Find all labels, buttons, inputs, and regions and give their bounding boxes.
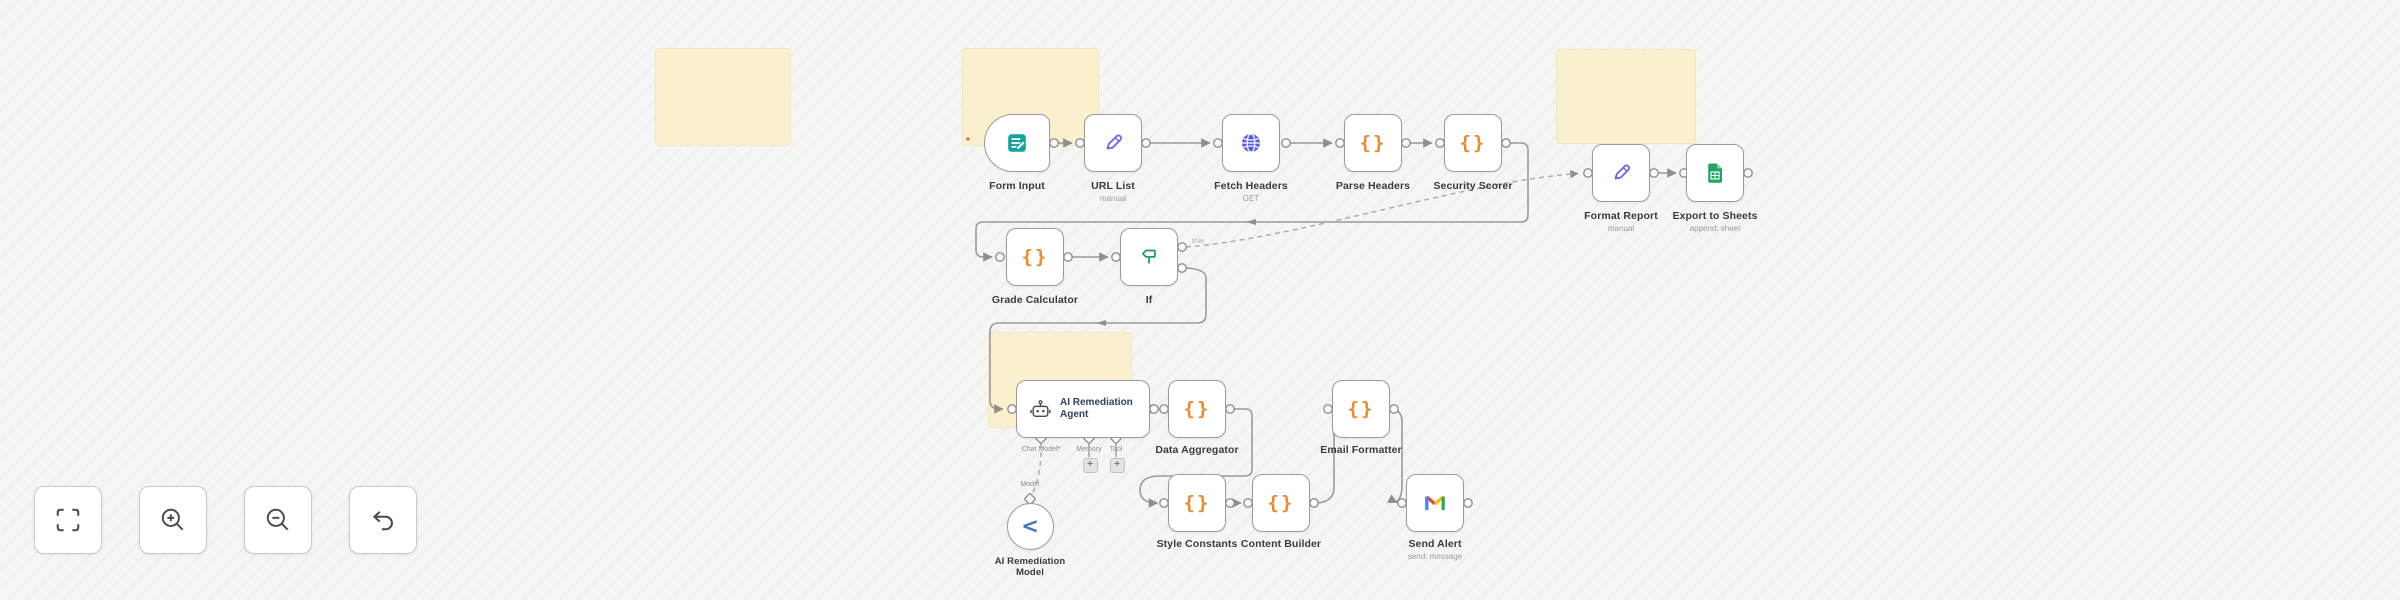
node-fetch-headers[interactable] [1222,114,1280,172]
globe-http-icon [1242,133,1260,153]
if-signpost-icon [1141,249,1156,264]
google-sheets-icon [1708,163,1722,183]
node-label: Security Scorer [1433,180,1513,192]
form-trigger-icon [1008,134,1026,152]
node-send-alert[interactable] [1406,474,1464,532]
model-chevron-icon: < [1021,514,1039,538]
node-grade-calculator[interactable]: {} [1006,228,1064,286]
node-label: Style Constants [1156,538,1238,550]
edit-pen-icon [1614,164,1630,180]
code-braces-icon: {} [1359,131,1387,154]
node-parse-headers[interactable]: {} [1344,114,1402,172]
node-label: Data Aggregator [1155,444,1239,456]
agent-port-tool: Tool [1109,446,1123,453]
code-braces-icon: {} [1183,397,1211,420]
sticky-note[interactable] [1556,49,1696,144]
agent-port-memory: Memory [1076,446,1102,453]
node-label: Fetch Headers [1214,180,1288,192]
code-braces-icon: {} [1183,491,1211,514]
trigger-issue-asterisk-icon: * [966,136,970,147]
node-export-to-sheets[interactable] [1686,144,1744,202]
code-braces-icon: {} [1021,245,1049,268]
node-label: If [1145,294,1153,306]
node-label: Email Formatter [1320,444,1402,456]
sticky-note[interactable] [655,48,791,146]
add-memory-button[interactable]: + [1082,458,1098,473]
undo-arrow-icon [372,511,393,531]
node-label: URL List [1091,180,1135,192]
node-label: Export to Sheets [1672,210,1758,222]
node-sublabel: manual [1099,194,1127,203]
node-label: Form Input [989,180,1045,192]
node-label: AI Remediation Model [994,556,1066,579]
node-if[interactable] [1120,228,1178,286]
node-sublabel: append: sheet [1689,224,1741,233]
node-data-aggregator[interactable]: {} [1168,380,1226,438]
add-tool-button[interactable]: + [1109,458,1125,473]
node-content-builder[interactable]: {} [1252,474,1310,532]
node-sublabel: GET [1242,194,1260,203]
node-label: Content Builder [1240,538,1322,550]
agent-title: AI Remediation Agent [1060,396,1133,421]
node-sublabel: send: message [1407,552,1463,561]
robot-icon [1030,399,1051,417]
if-true-output-label: true [1192,238,1205,245]
gmail-icon [1425,495,1445,511]
node-format-report[interactable] [1592,144,1650,202]
node-email-formatter[interactable]: {} [1332,380,1390,438]
node-label: Send Alert [1408,538,1462,550]
zoom-out-button[interactable] [244,486,312,554]
fit-view-button[interactable] [34,486,102,554]
code-braces-icon: {} [1347,397,1375,420]
node-style-constants[interactable]: {} [1168,474,1226,532]
node-label: Format Report [1584,210,1658,222]
node-form-input[interactable] [984,114,1050,172]
undo-button[interactable] [349,486,417,554]
zoom-out-icon [266,508,289,531]
node-label: Grade Calculator [991,294,1079,306]
agent-port-chat-model: Chat Model* [1021,446,1061,453]
node-label: Parse Headers [1335,180,1411,192]
node-ai-remediation-agent[interactable]: AI Remediation Agent [1016,380,1150,438]
fit-view-icon [56,508,80,532]
zoom-in-icon [161,508,184,531]
node-sublabel: manual [1607,224,1635,233]
node-url-list[interactable] [1084,114,1142,172]
zoom-in-button[interactable] [139,486,207,554]
code-braces-icon: {} [1459,131,1487,154]
node-ai-remediation-model[interactable]: < [1006,503,1054,550]
code-braces-icon: {} [1267,491,1295,514]
edit-pen-icon [1106,134,1122,150]
model-port-label: Model [1020,481,1040,488]
required-asterisk-icon: * [1057,446,1061,453]
node-security-scorer[interactable]: {} [1444,114,1502,172]
